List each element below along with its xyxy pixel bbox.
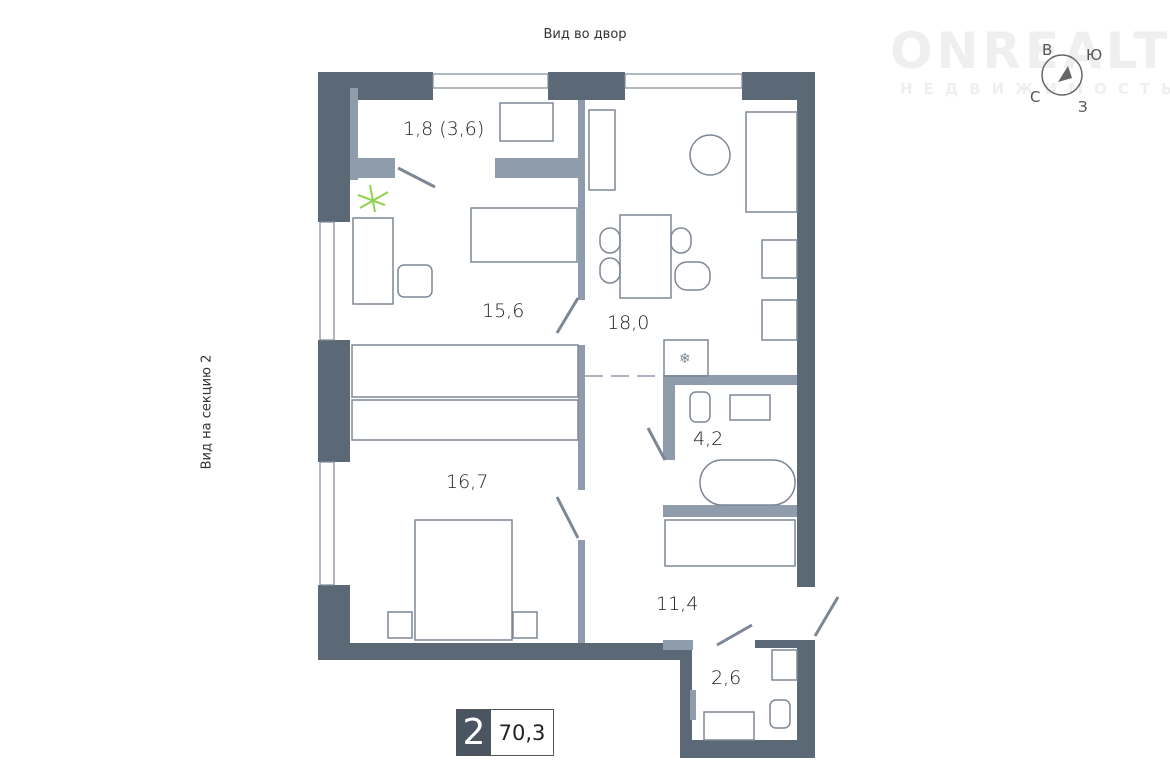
wc-washbasin-icon	[703, 711, 755, 741]
fridge-icon	[663, 339, 709, 377]
bathtub-icon	[699, 459, 796, 506]
windows	[319, 73, 743, 586]
room-area-bedroom-2: 16,7	[446, 471, 488, 493]
room-area-living-kitchen: 18,0	[607, 312, 649, 334]
toilet-icon	[689, 391, 711, 423]
compass-south: Ю	[1086, 46, 1102, 64]
wardrobe-1-icon	[351, 344, 579, 398]
room-area-balcony: 1,8 (3,6)	[403, 118, 484, 140]
plant-icon	[357, 184, 389, 213]
wardrobe-3-icon	[664, 519, 796, 567]
bench-icon	[588, 109, 616, 191]
room-area-bathroom: 4,2	[693, 428, 723, 450]
view-caption-courtyard: Вид во двор	[543, 27, 627, 42]
room-area-bedroom-1: 15,6	[482, 300, 524, 322]
svg-text:❄: ❄	[679, 351, 691, 367]
sofa-icon	[745, 111, 798, 213]
bed-single-icon	[470, 207, 578, 263]
desk-icon	[352, 217, 394, 305]
sunbed-icon	[499, 102, 554, 142]
outer-walls	[318, 72, 815, 758]
plant-pot-icon	[689, 134, 731, 176]
chair-icon	[397, 264, 433, 298]
water-heater-icon	[771, 649, 798, 681]
partitions	[350, 88, 797, 720]
apartment-summary-badge: 2 70,3	[456, 709, 554, 756]
stove-icon	[761, 239, 798, 279]
furniture: ❄	[351, 102, 798, 741]
dining-table-icon	[619, 214, 672, 299]
logo-text: ONREALT	[890, 22, 1170, 80]
sink-icon	[761, 299, 798, 341]
room-area-wc: 2,6	[711, 667, 741, 689]
compass-icon: В Ю С З	[1030, 41, 1102, 116]
doors	[397, 166, 840, 647]
compass-north: С	[1030, 88, 1040, 106]
washbasin-icon	[729, 394, 771, 421]
compass-east: В	[1042, 41, 1052, 59]
compass-west: З	[1078, 98, 1088, 116]
room-area-hall: 11,4	[656, 593, 698, 615]
logo-tagline: НЕДВИЖИМОСТЬ	[900, 80, 1170, 98]
room-count: 2	[457, 710, 491, 755]
double-bed-icon	[414, 519, 513, 641]
total-area: 70,3	[498, 720, 546, 745]
wc-toilet-icon	[769, 699, 791, 729]
wardrobe-2-icon	[351, 399, 579, 441]
